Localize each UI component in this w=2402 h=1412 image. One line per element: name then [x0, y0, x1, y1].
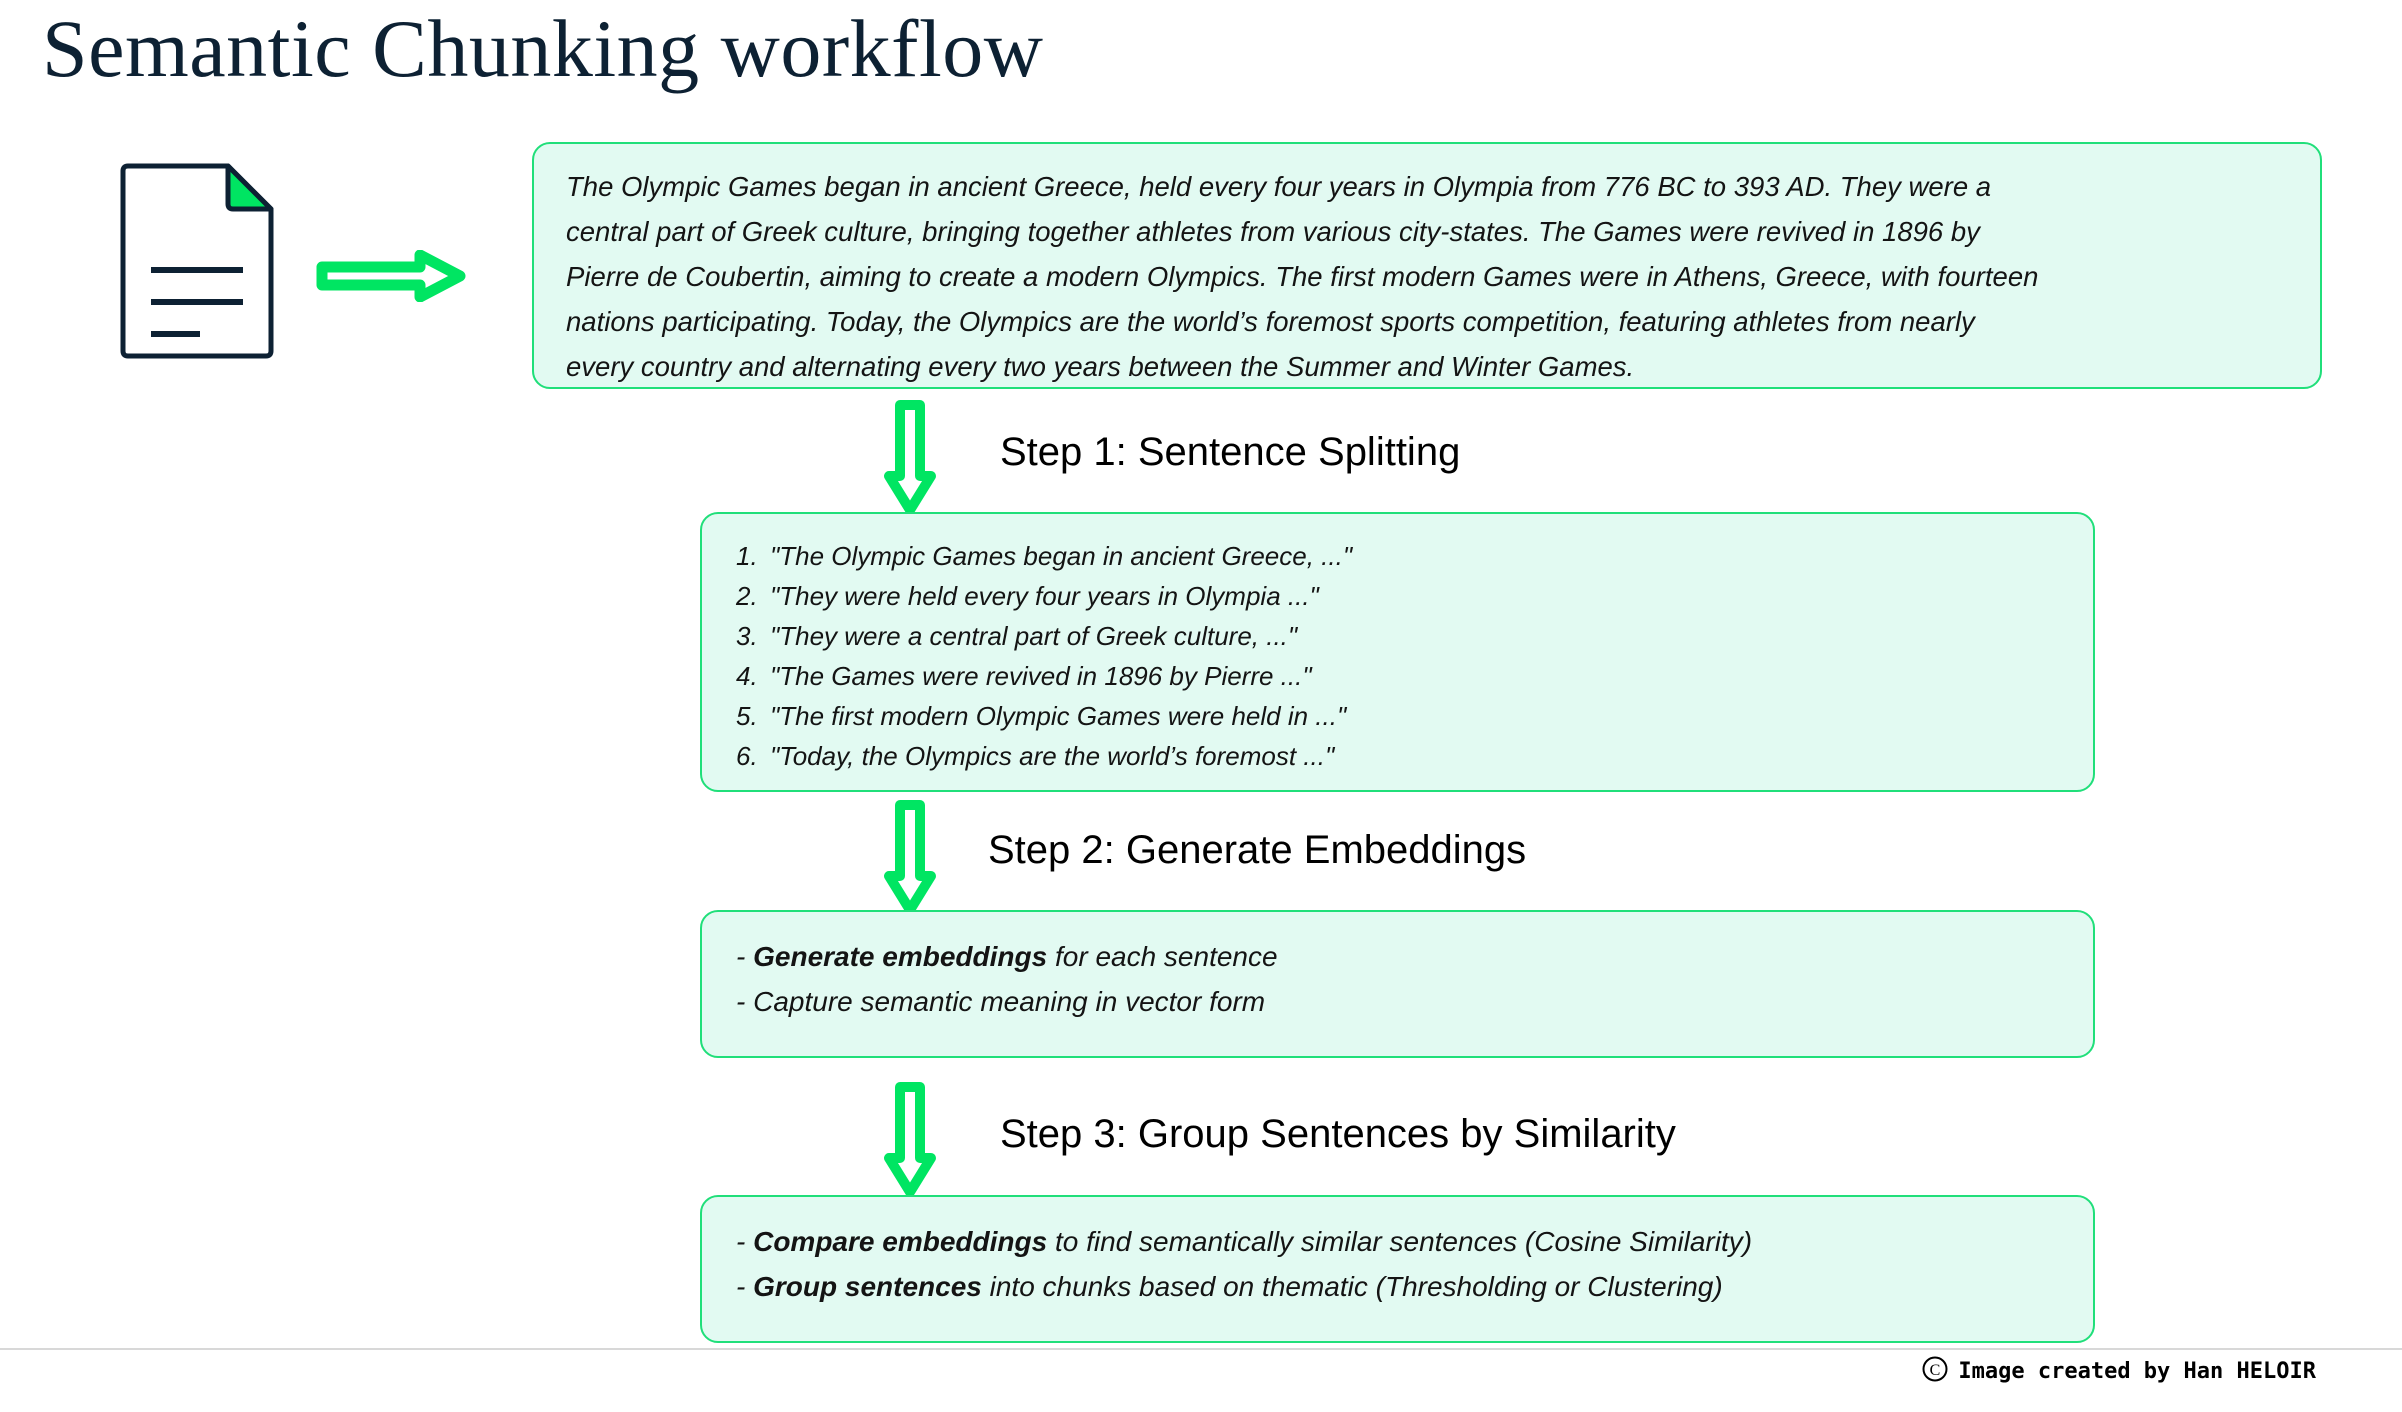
bullet-dash: -	[736, 986, 746, 1017]
list-item-text: "The Olympic Games began in ancient Gree…	[770, 541, 1353, 571]
footer-divider	[0, 1348, 2402, 1350]
source-line: every country and alternating every two …	[566, 351, 1635, 382]
list-item-number: 4.	[736, 661, 758, 691]
arrow-right-icon	[316, 249, 466, 307]
grouping-box: - Compare embeddings to find semanticall…	[700, 1195, 2095, 1343]
bullet-bold-text: Group sentences	[753, 1271, 982, 1302]
list-item-number: 5.	[736, 701, 758, 731]
list-item-text: "Today, the Olympics are the world’s for…	[770, 741, 1335, 771]
step-1-heading: Step 1: Sentence Splitting	[1000, 430, 1461, 474]
list-item-text: "They were a central part of Greek cultu…	[770, 621, 1298, 651]
list-item-number: 2.	[736, 581, 758, 611]
bullet-bold-text: Generate embeddings	[753, 941, 1048, 972]
bullet-text: Capture semantic meaning in vector form	[753, 986, 1266, 1017]
step-2-heading: Step 2: Generate Embeddings	[988, 828, 1527, 872]
list-item-text: "The first modern Olympic Games were hel…	[770, 701, 1347, 731]
bullet-item: - Group sentences into chunks based on t…	[736, 1264, 2065, 1309]
bullet-bold-text: Compare embeddings	[753, 1226, 1048, 1257]
list-item: 3. "They were a central part of Greek cul…	[736, 616, 2065, 656]
bullet-text: to find semantically similar sentences (…	[1047, 1226, 1753, 1257]
list-item: 6. "Today, the Olympics are the world’s f…	[736, 736, 2065, 776]
bullet-dash: -	[736, 1226, 746, 1257]
copyright-icon: C	[1921, 1355, 1949, 1388]
bullet-dash: -	[736, 1271, 746, 1302]
arrow-down-icon	[883, 1082, 937, 1202]
list-item-text: "They were held every four years in Olym…	[770, 581, 1319, 611]
source-text-box: The Olympic Games began in ancient Greec…	[532, 142, 2322, 389]
list-item: 2. "They were held every four years in Ol…	[736, 576, 2065, 616]
list-item: 5. "The first modern Olympic Games were h…	[736, 696, 2065, 736]
list-item: 1. "The Olympic Games began in ancient Gr…	[736, 536, 2065, 576]
arrow-down-icon	[883, 800, 937, 920]
bullet-dash: -	[736, 941, 746, 972]
sentences-list-box: 1. "The Olympic Games began in ancient Gr…	[700, 512, 2095, 792]
document-icon	[118, 162, 276, 360]
list-item-text: "The Games were revived in 1896 by Pierr…	[770, 661, 1312, 691]
svg-text:C: C	[1930, 1362, 1941, 1379]
bullet-item: - Compare embeddings to find semanticall…	[736, 1219, 2065, 1264]
bullet-item: - Capture semantic meaning in vector for…	[736, 979, 2065, 1024]
source-line: nations participating. Today, the Olympi…	[566, 306, 1975, 337]
list-item-number: 6.	[736, 741, 758, 771]
bullet-text: for each sentence	[1047, 941, 1278, 972]
source-line: Pierre de Coubertin, aiming to create a …	[566, 261, 2039, 292]
list-item: 4. "The Games were revived in 1896 by Pie…	[736, 656, 2065, 696]
source-line: central part of Greek culture, bringing …	[566, 216, 1980, 247]
list-item-number: 1.	[736, 541, 758, 571]
list-item-number: 3.	[736, 621, 758, 651]
source-line: The Olympic Games began in ancient Greec…	[566, 171, 1992, 202]
step-3-heading: Step 3: Group Sentences by Similarity	[1000, 1112, 1676, 1156]
page-title: Semantic Chunking workflow	[42, 3, 1044, 94]
arrow-down-icon	[883, 400, 937, 520]
bullet-item: - Generate embeddings for each sentence	[736, 934, 2065, 979]
bullet-text: into chunks based on thematic (Threshold…	[981, 1271, 1723, 1302]
credit-text: Image created by Han HELOIR	[1958, 1359, 2316, 1384]
embeddings-box: - Generate embeddings for each sentence …	[700, 910, 2095, 1058]
image-credit: C Image created by Han HELOIR	[1921, 1355, 2316, 1388]
